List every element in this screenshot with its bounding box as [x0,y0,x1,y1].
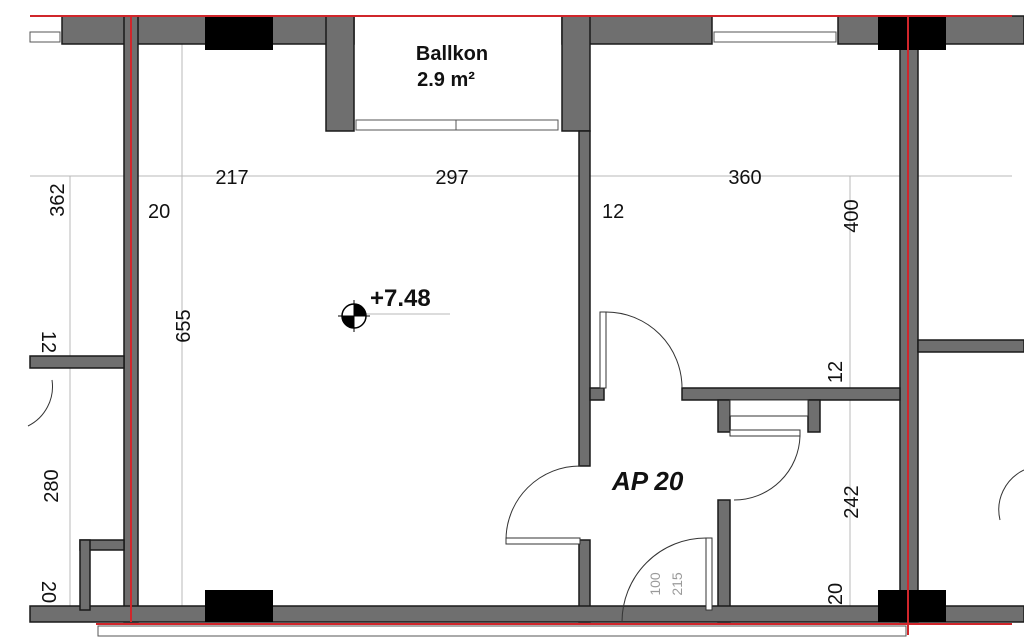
wall-divider-stub [589,387,605,401]
door-swing-right-room [605,311,683,389]
door-leaf-entrance [705,537,713,611]
wardrobe-niche [729,399,809,417]
dim-655: 655 [173,309,195,342]
apartment-label: AP 20 [611,466,684,496]
dim-362: 362 [47,183,69,216]
wall-hall-lower [717,499,731,623]
door-swing-entrance [621,537,707,623]
wall-hall-stub-left [717,399,731,433]
door-swing-main-room [505,465,581,541]
door-swing-left-room [27,379,53,427]
door-leaf-right-room [599,311,607,389]
window-right-room [713,31,837,43]
column-top-left [205,16,273,50]
axis-grid-lines [30,15,1012,635]
door-size-height: 215 [669,572,685,596]
dim-12-left-edge: 12 [37,331,59,353]
dim-280: 280 [41,469,63,502]
balcony-area: 2.9 m² [417,69,475,91]
wall-room-divider [578,130,591,467]
level-label: +7.48 [370,285,431,312]
dim-20-bottom: 20 [825,583,847,605]
door-leaf-hall-room [729,429,801,437]
dim-360: 360 [728,167,761,189]
wall-hall-top [681,387,901,401]
dim-242: 242 [841,485,863,518]
window-left-room [29,31,61,43]
dim-20-left: 20 [148,201,170,223]
dim-400: 400 [841,199,863,232]
wall-bottom [29,605,1024,623]
door-swing-hall-room [733,435,801,501]
wall-balcony-left [325,15,355,132]
wall-hall-stub-right [807,399,821,433]
wall-left-room-divider [29,355,125,369]
door-size-width: 100 [647,572,663,596]
level-marker-icon [338,300,370,332]
dim-12-right: 12 [602,201,624,223]
window-balcony [355,119,559,131]
windows [29,31,907,637]
dim-297: 297 [435,167,468,189]
door-leaf-main-room [505,537,581,545]
balcony-name: Ballkon [416,43,488,65]
column-top-right [878,16,946,50]
doors [27,311,1024,623]
dim-217: 217 [215,167,248,189]
wall-balcony-right [561,15,591,132]
wall-right-room-divider [917,339,1024,353]
columns [205,16,946,622]
dim-20-left-edge: 20 [37,581,59,603]
dim-12-mid: 12 [825,361,847,383]
window-bottom [97,625,907,637]
column-bottom-left [205,590,273,622]
door-swing-right-edge [998,469,1024,521]
column-bottom-right [878,590,946,622]
wall-left-niche-side [79,539,91,611]
